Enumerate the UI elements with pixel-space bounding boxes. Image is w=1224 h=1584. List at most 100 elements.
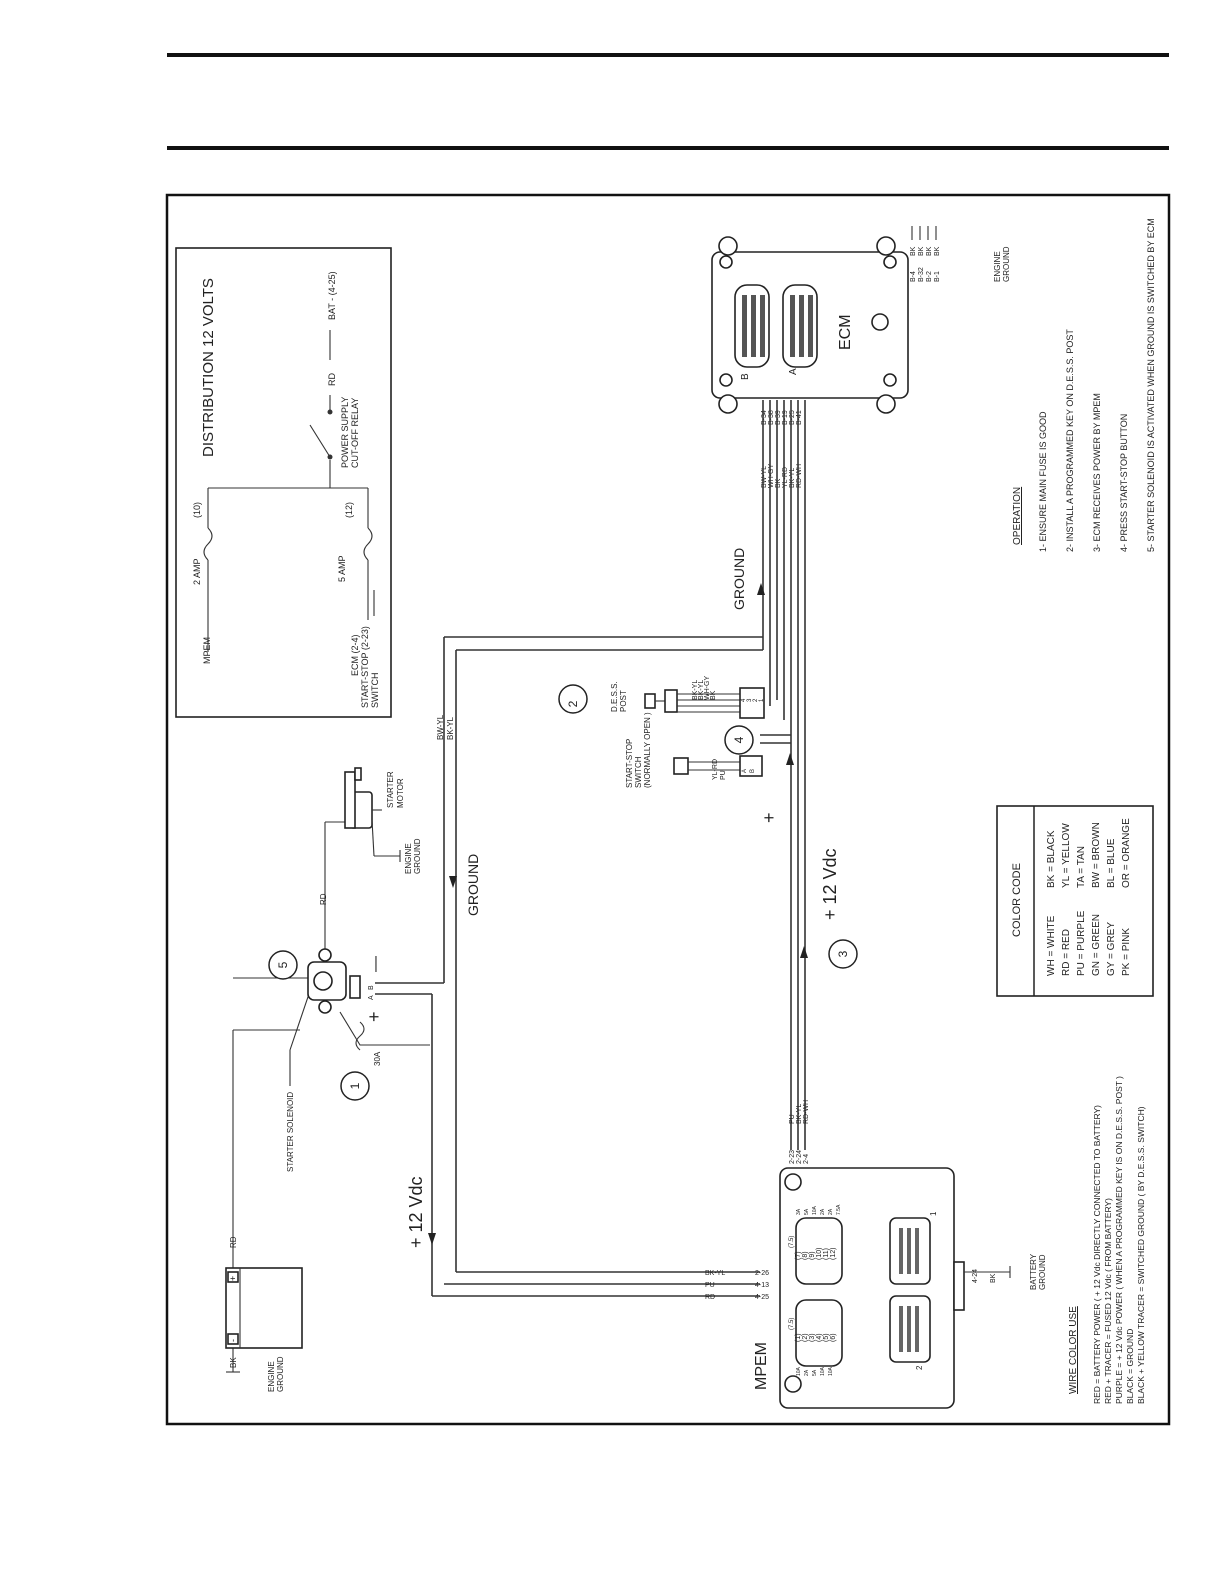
- diagram-border: [165, 193, 1171, 1426]
- ecm-label: ECM: [837, 314, 854, 350]
- battery-engine-ground-1: ENGINE: [267, 1361, 276, 1392]
- mpem-fuse-right-6: (12): [830, 1248, 837, 1260]
- mpem-amp-left-5: 10A: [828, 1366, 834, 1376]
- mpem-left-wire-1: BK-YL: [705, 1270, 725, 1277]
- ecm-pin-6: B-41: [796, 410, 803, 425]
- harness-bwyl-label: BW-YL: [436, 714, 445, 740]
- distribution-inset: DISTRIBUTION 12 VOLTS MPEM 2 AMP (10) 5 …: [175, 247, 392, 718]
- wire-use-line-5: BLACK + YELLOW TRACER = SWITCHED GROUND …: [1136, 1106, 1146, 1404]
- mpem-fuse-left-2: (2): [802, 1333, 809, 1342]
- dist-rd-label: RD: [327, 373, 337, 386]
- start-stop-plus: +: [759, 812, 779, 823]
- ecm-wire-3: BK: [775, 478, 782, 488]
- ecm-wire-4: YL-RD: [782, 467, 789, 488]
- battery-ground-label-1: BATTERY: [1029, 1253, 1038, 1290]
- start-stop-switch: 4 START-STOP SWITCH (NORMALLY OPEN ) + Y…: [625, 712, 779, 823]
- color-code-2-4: BW = BROWN: [1091, 822, 1102, 888]
- dist-2amp-label: 2 AMP: [192, 558, 202, 585]
- ecm-pin-1: B-34: [761, 410, 768, 425]
- mpem-left-pin-1: 2-26: [755, 1270, 769, 1277]
- battery-rd-label: RD: [229, 1236, 238, 1248]
- color-code-2-5: BL = BLUE: [1106, 838, 1117, 888]
- mpem-fuse-left-3: (3): [809, 1333, 816, 1342]
- wire-use-line-3: PURPLE = + 12 Vdc POWER ( WHEN A PROGRAM…: [1114, 1076, 1124, 1404]
- ss-wire-1: YL-RD: [712, 759, 719, 780]
- mpem-amp-left-1: 10A: [796, 1366, 802, 1376]
- ecm-pin-4: B-19: [782, 410, 789, 425]
- mpem-conn-2: 2: [915, 1365, 924, 1370]
- dist-5amp-label: 5 AMP: [337, 555, 347, 582]
- mpem-fuse-right-4: (10): [816, 1248, 823, 1260]
- fuse-30a-label: 30A: [373, 1051, 382, 1066]
- callout-1: 1: [348, 1082, 362, 1089]
- operation-notes: OPERATION 1- ENSURE MAIN FUSE IS GOOD 2-…: [1012, 218, 1156, 552]
- dist-fuse12-label: (12): [344, 502, 354, 518]
- color-code-1-4: GN = GREEN: [1091, 914, 1102, 976]
- mpem-left-pin-2: 4-13: [755, 1282, 769, 1289]
- mpem-left-wire-2: PU: [705, 1282, 715, 1289]
- dist-mpem-label: MPEM: [202, 637, 212, 664]
- wire-use-line-1: RED = BATTERY POWER ( + 12 Vdc DIRECTLY …: [1092, 1105, 1102, 1404]
- starter-rd-label: RD: [319, 893, 328, 905]
- operation-step-5: 5- STARTER SOLENOID IS ACTIVATED WHEN GR…: [1146, 218, 1156, 552]
- mpem-module: 1 2 MPEM (7)(8)(9)(10)(11)(12)(1)(2)(3)(…: [705, 1100, 1047, 1409]
- ecm-wire-1: BW-YL: [761, 466, 768, 488]
- callout-2: 2: [566, 700, 580, 707]
- ecm-engine-ground-2: GROUND: [1002, 246, 1011, 282]
- wire-use-line-2: RED + TRACER = FUSED 12 Vdc ( FROM BATTE…: [1103, 1198, 1113, 1404]
- mpem-top-wire-2: BK-YL: [796, 1104, 803, 1124]
- ecm-ground-pin-2: B-32: [918, 267, 925, 282]
- ecm-ground-color-1: BK: [910, 246, 917, 256]
- wire-color-use: WIRE COLOR USE RED = BATTERY POWER ( + 1…: [1068, 1076, 1146, 1404]
- dess-wire-1: BK-YL: [692, 680, 699, 700]
- mpem-amp-right-4: 2A: [820, 1208, 826, 1215]
- callout-5: 5: [276, 961, 290, 968]
- mpem-top-wire-1: PU: [789, 1114, 796, 1124]
- ecm-ground-color-2: BK: [918, 246, 925, 256]
- ground-label-lower: GROUND: [465, 854, 481, 916]
- ecm-pin-3: B-39: [775, 410, 782, 425]
- battery-engine-ground-2: GROUND: [276, 1356, 285, 1392]
- ss-wire-2: PU: [720, 770, 727, 780]
- battery-ground-label-2: GROUND: [1038, 1254, 1047, 1290]
- starter-motor: STARTER MOTOR ENGINE GROUND RD: [319, 767, 422, 905]
- operation-title: OPERATION: [1012, 487, 1023, 545]
- dess-post-label-1: D.E.S.S.: [610, 681, 619, 712]
- wire-use-line-4: BLACK = GROUND: [1125, 1329, 1135, 1404]
- dist-relay-label-1: POWER SUPPLY: [340, 397, 350, 468]
- header-rule: [167, 146, 1169, 150]
- dess-pin-3: 2: [753, 698, 759, 702]
- mpem-top-wire-3: RD-WH: [803, 1100, 810, 1124]
- ecm-module: ECM B A B-34BW-YLB-38WH-GYB-39BKB-19YL-R…: [711, 226, 1011, 488]
- battery-plus: +: [228, 1276, 238, 1281]
- start-stop-label-2: SWITCH: [634, 756, 643, 788]
- color-code-2-2: YL = YELLOW: [1061, 823, 1072, 888]
- color-code-2-3: TA = TAN: [1076, 846, 1087, 888]
- harness-bkyl-label: BK-YL: [446, 716, 455, 740]
- mpem-top-pin-2: 2-24: [796, 1150, 803, 1164]
- battery-minus: -: [228, 1339, 238, 1342]
- battery: + - RD BK ENGINE GROUND: [225, 1236, 303, 1392]
- mpem-fuse-left-6: (6): [830, 1333, 837, 1342]
- wire-harness: [232, 400, 808, 1372]
- starter-solenoid-label: STARTER SOLENOID: [286, 1092, 295, 1172]
- mpem-fuse-right-3: (9): [809, 1251, 816, 1260]
- dess-pin-2: 3: [747, 698, 753, 702]
- ecm-wire-5: BK-YL: [789, 468, 796, 488]
- color-code-1-3: PU = PURPLE: [1076, 910, 1087, 976]
- color-code-1-1: WH = WHITE: [1046, 915, 1057, 976]
- mpem-left-wire-3: RD: [705, 1294, 715, 1301]
- mpem-amp-right-5: 2A: [828, 1208, 834, 1215]
- mpem-fuse-hdr-right: (7.5): [789, 1236, 795, 1248]
- dist-startstop-label: START-STOP (2-23): [360, 626, 370, 708]
- dess-post-label-2: POST: [619, 690, 628, 712]
- ecm-ground-color-4: BK: [934, 246, 941, 256]
- dist-ecm-label: ECM (2-4): [350, 634, 360, 676]
- dist-fuse10-label: (10): [192, 502, 202, 518]
- ss-pin-1: A: [742, 769, 748, 773]
- ecm-conn-a: A: [788, 368, 799, 375]
- ecm-wire-2: WH-GY: [768, 464, 775, 488]
- operation-step-2: 2- INSTALL A PROGRAMMED KEY ON D.E.S.S. …: [1065, 329, 1075, 552]
